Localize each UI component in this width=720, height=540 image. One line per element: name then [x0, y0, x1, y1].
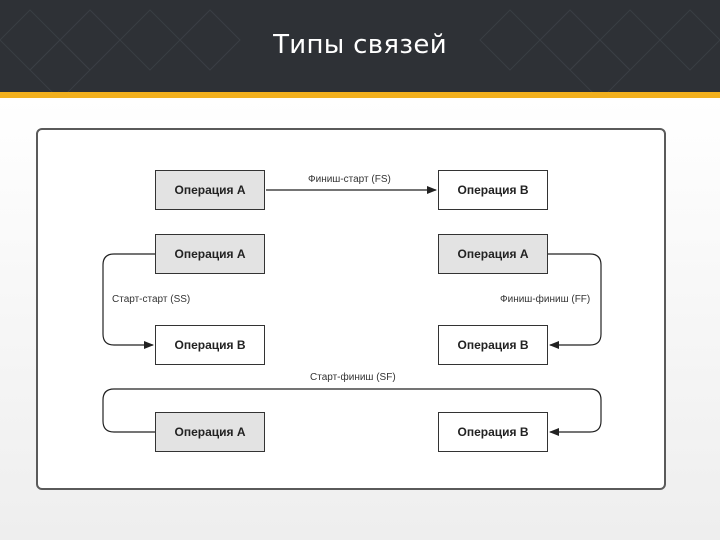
fs-label: Финиш-старт (FS) — [308, 174, 391, 185]
diagram-panel — [36, 128, 666, 490]
slide-title: Типы связей — [273, 30, 447, 60]
header-pattern — [0, 9, 720, 92]
sf-operation-b-box: Операция В — [438, 412, 548, 452]
ff-connector — [548, 253, 602, 349]
ss-label: Старт-старт (SS) — [112, 294, 191, 305]
ff-operation-a-box: Операция А — [438, 234, 548, 274]
ss-operation-a-box: Операция А — [155, 234, 265, 274]
ss-connector — [102, 253, 155, 349]
slide-header: Типы связей — [0, 0, 720, 92]
fs-operation-a-box: Операция А — [155, 170, 265, 210]
ff-operation-b-box: Операция В — [438, 325, 548, 365]
header-accent-bar — [0, 92, 720, 98]
sf-operation-a-box: Операция А — [155, 412, 265, 452]
ss-operation-b-box: Операция В — [155, 325, 265, 365]
sf-label: Старт-финиш (SF) — [310, 372, 396, 383]
ff-label: Финиш-финиш (FF) — [500, 294, 591, 305]
fs-operation-b-box: Операция В — [438, 170, 548, 210]
sf-connector — [102, 388, 602, 436]
